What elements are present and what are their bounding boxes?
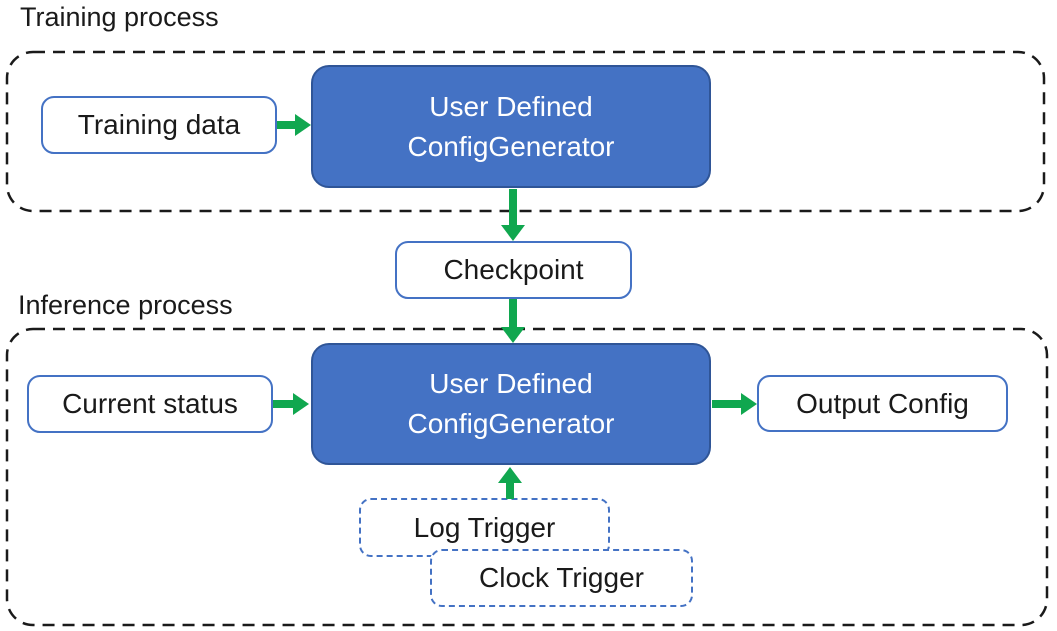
config-generator-training-line2: ConfigGenerator [407, 130, 615, 162]
inference-process-label: Inference process [18, 290, 233, 320]
arrow-stem [506, 482, 514, 499]
arrow-up-icon [498, 467, 522, 483]
config-generator-inference-line1: User Defined [429, 368, 593, 399]
training-process-container [5, 50, 1046, 213]
arrow-down-icon [501, 225, 525, 241]
arrow-right-icon [295, 114, 311, 136]
arrow-stem [509, 299, 517, 329]
arrow-stem [712, 400, 742, 408]
current-status-label: Current status [62, 388, 238, 419]
config-generator-training-box: User Defined ConfigGenerator [311, 65, 711, 188]
output-config-box: Output Config [757, 375, 1008, 432]
config-generator-inference-line2: ConfigGenerator [407, 408, 615, 439]
arrow-down-icon [501, 327, 525, 343]
arrow-stem [277, 121, 297, 129]
log-trigger-label: Log Trigger [413, 511, 556, 543]
arrow-stem [509, 189, 517, 227]
arrow-right-icon [741, 393, 757, 415]
checkpoint-label: Checkpoint [443, 254, 584, 285]
output-config-label: Output Config [796, 387, 969, 419]
training-data-label: Training data [77, 109, 241, 140]
arrow-stem [273, 400, 295, 408]
current-status-box: Current status [27, 375, 273, 433]
training-data-box: Training data [41, 96, 277, 154]
checkpoint-box: Checkpoint [395, 241, 632, 299]
arrow-right-icon [293, 393, 309, 415]
clock-trigger-label: Clock Trigger [479, 562, 644, 593]
clock-trigger-box: Clock Trigger [430, 549, 693, 607]
training-process-label: Training process [20, 2, 219, 32]
config-generator-training-line1: User Defined [429, 90, 593, 122]
config-generator-inference-box: User Defined ConfigGenerator [311, 343, 711, 465]
inference-process-container [5, 327, 1049, 627]
